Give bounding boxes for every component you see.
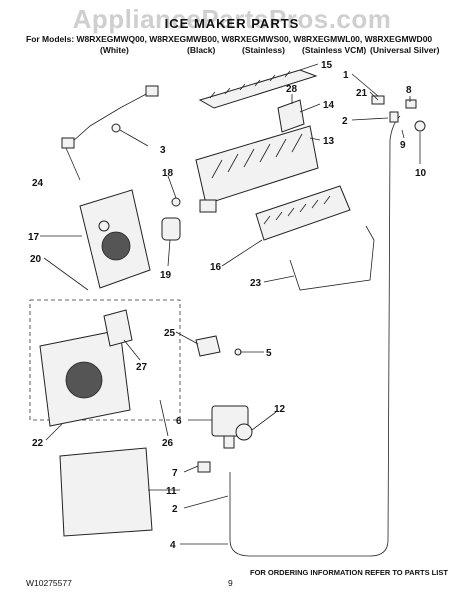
- water-tube-4: [229, 115, 401, 557]
- module-outline: [29, 299, 181, 421]
- water-valve-6: [211, 405, 253, 449]
- callout-10: 10: [415, 168, 427, 179]
- callout-9: 9: [400, 140, 406, 151]
- fitting-7: [197, 461, 211, 473]
- callout-26: 26: [162, 438, 174, 449]
- callout-17: 17: [28, 232, 40, 243]
- callout-22: 22: [32, 438, 44, 449]
- screw-3: [111, 123, 149, 147]
- ejector-16: [255, 185, 351, 241]
- callout-28: 28: [286, 84, 298, 95]
- callout-15: 15: [321, 60, 333, 71]
- document-id: W10275577: [26, 578, 72, 588]
- callout-13: 13: [323, 136, 335, 147]
- color-universal-silver: (Universal Silver): [370, 45, 440, 55]
- color-stainless: (Stainless): [242, 45, 285, 55]
- ice-mold-13: [195, 125, 319, 213]
- callout-2: 2: [342, 116, 348, 127]
- callout-8: 8: [406, 85, 412, 96]
- callout-25: 25: [164, 328, 176, 339]
- motor-module-26: [39, 309, 133, 427]
- cover-11: [59, 447, 153, 537]
- page-title: ICE MAKER PARTS: [164, 16, 300, 31]
- color-black: (Black): [187, 45, 216, 55]
- callout-5: 5: [266, 348, 272, 359]
- callout-11: 11: [166, 486, 177, 497]
- callout-3: 3: [160, 145, 166, 156]
- models-line: For Models: W8RXEGMWQ00, W8RXEGMWB00, W8…: [26, 34, 433, 44]
- callout-19: 19: [160, 270, 172, 281]
- callout-27: 27: [136, 362, 148, 373]
- control-housing-17: [79, 189, 151, 289]
- callout-7: 7: [172, 468, 178, 479]
- color-white: (White): [100, 45, 129, 55]
- bracket-25: [195, 335, 242, 357]
- fill-tube-parts: [371, 95, 426, 132]
- callout-2-lower: 2: [172, 504, 178, 515]
- callout-12: 12: [274, 404, 286, 415]
- callout-20: 20: [30, 254, 42, 265]
- callout-6: 6: [176, 416, 182, 427]
- shutoff-arm-23: [289, 225, 375, 291]
- thermostat-19: [161, 197, 181, 241]
- callout-1: 1: [343, 70, 349, 81]
- wire-harness: [61, 85, 159, 149]
- callout-23: 23: [250, 278, 262, 289]
- callout-21: 21: [356, 88, 368, 99]
- page-number: 9: [228, 578, 233, 588]
- callout-24: 24: [32, 178, 44, 189]
- ordering-note: FOR ORDERING INFORMATION REFER TO PARTS …: [250, 568, 448, 577]
- callout-14: 14: [323, 100, 335, 111]
- fill-cup-15: [198, 69, 318, 109]
- callout-4: 4: [170, 540, 176, 551]
- leader-lines: [40, 63, 421, 545]
- watermark: AppliancePartsPros.com: [72, 4, 392, 34]
- bracket-14: [277, 99, 305, 133]
- callout-18: 18: [162, 168, 174, 179]
- callout-labels: 15 1 8 28 21 14 2 3 13 9 10 24 18 17 20 …: [28, 60, 427, 551]
- color-stainless-vcm: (Stainless VCM): [302, 45, 367, 55]
- callout-16: 16: [210, 262, 222, 273]
